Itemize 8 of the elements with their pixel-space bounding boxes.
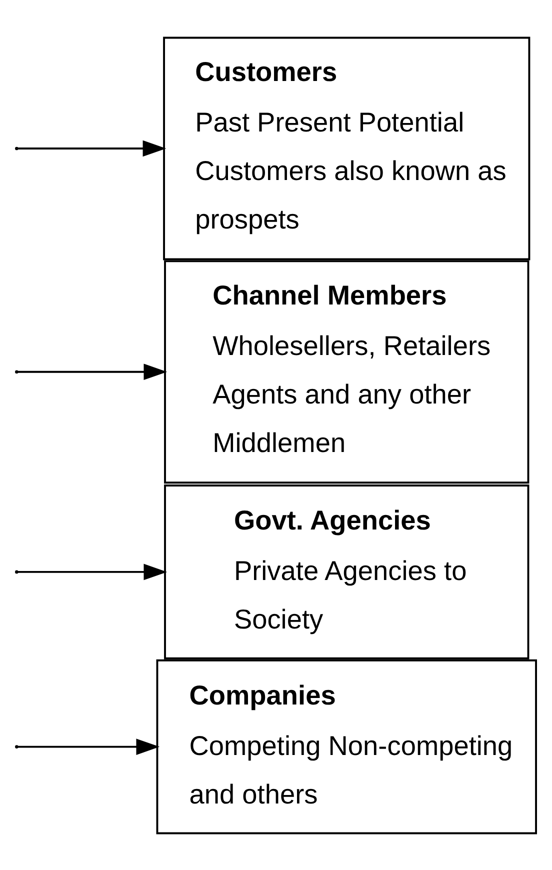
arrow: [18, 140, 166, 156]
arrow: [18, 363, 168, 380]
arrow: [18, 563, 168, 580]
node-box: Channel Members Wholesellers, Retailers Agents and any other Middlemen: [164, 260, 530, 484]
node-box: Customers Past Present Potential Customers also known as prospets: [163, 36, 530, 260]
arrow: [18, 738, 160, 754]
node-box: Companies Competing Non-competing and others: [156, 658, 537, 834]
node-box: Govt. Agencies Private Agencies to Society: [164, 484, 530, 659]
